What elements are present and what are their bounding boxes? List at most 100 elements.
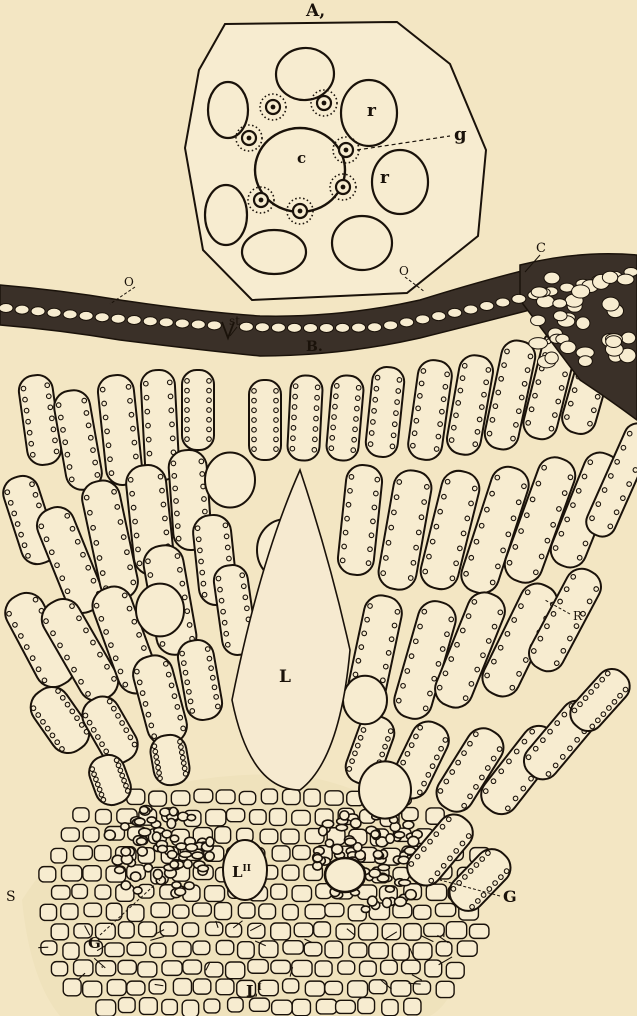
mesh-cell xyxy=(304,942,322,955)
xylem-cell xyxy=(336,824,347,830)
xylem-cell xyxy=(153,869,162,879)
mesh-cell xyxy=(304,789,320,806)
corner-cell xyxy=(560,341,576,353)
strand-cell xyxy=(325,858,365,892)
xylem-cell xyxy=(187,815,195,821)
duct-center xyxy=(344,148,349,153)
epidermis-cell xyxy=(31,307,45,316)
outer-layer-label-left: O xyxy=(124,276,134,288)
xylem-cell xyxy=(115,867,125,874)
strand-label-right: G xyxy=(503,889,517,905)
mesh-cell xyxy=(51,924,68,940)
xylem-cell xyxy=(121,847,130,855)
epidermis-cell xyxy=(79,311,93,320)
cell-wall xyxy=(336,463,383,576)
pointer-label-g: g xyxy=(454,126,467,144)
mesh-cell xyxy=(413,943,432,960)
mesh-cell xyxy=(139,922,157,937)
mesh-cell xyxy=(183,960,202,974)
epidermis-cell xyxy=(496,298,510,307)
mesh-cell xyxy=(348,981,368,997)
xylem-cell xyxy=(399,880,411,886)
resin-cell-label-lower: r xyxy=(380,170,389,187)
cell-wall xyxy=(364,366,405,459)
mesh-cell xyxy=(382,1000,398,1016)
duct-center xyxy=(341,185,346,190)
palisade-cell-right xyxy=(364,366,405,459)
xylem-cell xyxy=(130,872,140,881)
epidermis-cell xyxy=(159,318,173,327)
mesh-cell xyxy=(150,943,166,957)
mesh-cell xyxy=(315,961,332,976)
mesh-cell xyxy=(160,922,177,936)
mesh-cell xyxy=(260,829,278,844)
epidermis-cell xyxy=(384,321,398,330)
mesh-cell xyxy=(294,923,313,937)
mesh-cell xyxy=(74,960,93,976)
xylem-cell xyxy=(361,906,370,912)
mesh-cell xyxy=(391,981,411,996)
corner-cell xyxy=(576,317,590,330)
mesh-cell xyxy=(118,922,134,938)
mesh-cell xyxy=(292,886,311,902)
mesh-cell xyxy=(413,981,430,994)
mesh-cell xyxy=(283,941,303,954)
xylem-cell xyxy=(206,837,214,846)
xylem-cell xyxy=(405,890,416,900)
palisade-cell-right xyxy=(336,463,383,576)
cuticle-label: C xyxy=(536,242,546,255)
mesh-cell xyxy=(293,846,311,860)
mesh-cell xyxy=(228,998,244,1012)
spike-line xyxy=(38,947,48,948)
corner-cell xyxy=(531,315,546,326)
mesh-cell xyxy=(205,962,223,977)
panel-a-cross-section xyxy=(185,22,486,300)
xylem-cell xyxy=(205,852,214,861)
mesh-cell xyxy=(248,923,265,938)
epidermis-cell xyxy=(400,318,414,327)
mesh-cell xyxy=(162,961,182,976)
mesh-cell xyxy=(413,905,430,919)
strand-label-left: G xyxy=(88,936,101,951)
mesh-cell xyxy=(283,979,299,993)
epidermis-cell xyxy=(15,305,29,314)
epidermis-cell xyxy=(416,315,430,324)
xylem-cell xyxy=(351,819,361,828)
cell-wall xyxy=(406,358,454,462)
panel-b-leaf-section xyxy=(0,254,637,1016)
mesh-cell xyxy=(204,999,220,1013)
epidermis-cell xyxy=(512,294,526,303)
mesh-cell xyxy=(316,999,336,1014)
xylem-cell xyxy=(371,830,379,838)
mesh-cell xyxy=(182,923,198,937)
mesh-cell xyxy=(369,943,388,959)
mesh-cell xyxy=(52,886,70,900)
xylem-cell xyxy=(167,818,176,828)
round-cell xyxy=(343,676,387,724)
mesh-cell xyxy=(206,809,226,825)
xylem-cell xyxy=(104,830,115,840)
palisade-cell-right xyxy=(406,358,454,462)
epidermis-cell xyxy=(336,323,350,332)
mesh-cell xyxy=(314,922,331,937)
mesh-cell xyxy=(436,981,454,997)
cell-wall xyxy=(249,380,281,460)
epidermis-cell xyxy=(271,323,285,332)
epidermis-cell xyxy=(175,319,189,328)
xylem-cell xyxy=(135,818,145,825)
mesh-cell xyxy=(283,905,299,920)
mesh-cell xyxy=(162,999,178,1014)
mesh-cell xyxy=(215,903,232,920)
mesh-cell xyxy=(61,828,79,841)
mesh-cell xyxy=(272,1000,292,1014)
mesh-cell xyxy=(206,922,223,935)
duct-center xyxy=(322,101,327,106)
mesh-cell xyxy=(226,923,242,937)
xylem-cell xyxy=(373,850,382,858)
mesh-cell xyxy=(40,904,56,920)
mesh-cell xyxy=(325,941,343,958)
mesh-cell xyxy=(173,979,191,996)
epidermis-cell xyxy=(239,322,253,331)
mesh-cell xyxy=(404,924,421,940)
